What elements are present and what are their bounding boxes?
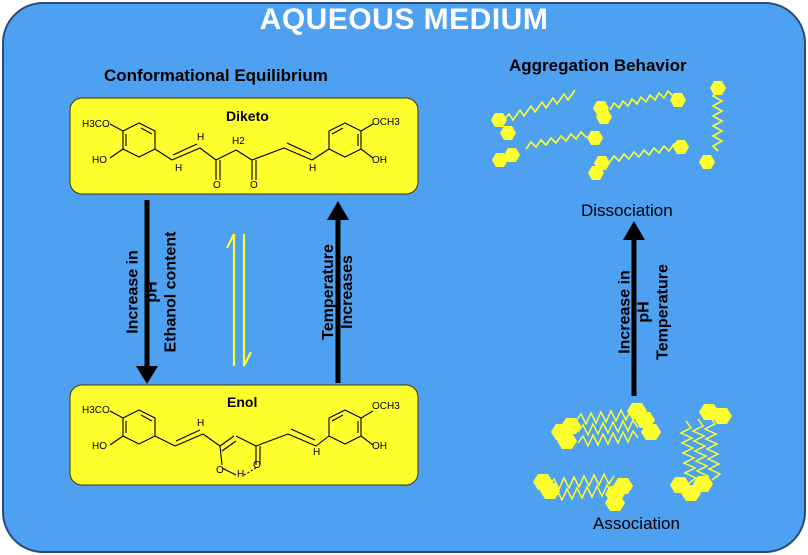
down-label-line-3: Ethanol content	[162, 231, 180, 353]
enol-hydroxyl-right: OH	[372, 441, 387, 452]
aggregation-label-line-2: pH	[635, 301, 653, 323]
diketo-h-3: H	[309, 163, 317, 174]
diketo-structure	[109, 122, 374, 180]
enol-structure	[109, 409, 374, 476]
enol-h-2: H	[313, 447, 321, 458]
associated-molecules	[533, 403, 732, 511]
enol-label: Enol	[227, 394, 258, 410]
conformational-equilibrium-title: Conformational Equilibrium	[104, 66, 328, 85]
aggregation-label-line-3: Temperature	[654, 264, 672, 360]
aggregation-arrow-label: Increase in pH Temperature	[616, 264, 673, 360]
diketo-methoxy-left: H3CO	[82, 119, 110, 130]
enol-hydrogen-bond-h: H	[237, 469, 245, 480]
diketo-label: Diketo	[226, 108, 269, 124]
diketo-oxygen-2: O	[250, 180, 258, 191]
diketo-hydroxyl-right: OH	[372, 155, 387, 166]
dissociation-label: Dissociation	[581, 201, 673, 220]
aggregation-label-line-1: Increase in	[616, 270, 634, 354]
enol-h-1: H	[197, 418, 205, 429]
aggregation-behavior-title: Aggregation Behavior	[509, 56, 687, 75]
diketo-h-2: H	[175, 163, 183, 174]
down-arrow-head	[136, 366, 158, 384]
diketo-oxygen-1: O	[213, 180, 221, 191]
diketo-box	[69, 97, 419, 195]
dissociated-molecules	[491, 81, 726, 180]
up-arrow-label: Temperature Increases	[319, 244, 357, 340]
down-label-line-2: pH	[143, 281, 161, 303]
aggregation-arrow-head	[623, 221, 645, 240]
equilibrium-arrows	[226, 233, 252, 367]
diketo-h2: H2	[232, 136, 245, 147]
down-label-line-1: Increase in	[124, 250, 142, 334]
enol-oxygen-1: O	[216, 465, 224, 476]
up-label-line-1: Temperature	[320, 244, 337, 340]
enol-box	[69, 384, 419, 486]
up-arrow-head	[327, 201, 349, 220]
diketo-h-1: H	[197, 132, 205, 143]
up-label-line-2: Increases	[339, 255, 356, 329]
enol-oxygen-2: O	[253, 460, 261, 471]
association-label: Association	[593, 514, 680, 533]
enol-hydroxyl-left: HO	[92, 441, 107, 452]
down-arrow-label: Increase in pH Ethanol content	[124, 232, 181, 353]
main-title: AQUEOUS MEDIUM	[259, 3, 549, 36]
enol-methoxy-right: OCH3	[372, 401, 400, 412]
diketo-hydroxyl-left: HO	[92, 155, 107, 166]
enol-methoxy-left: H3CO	[82, 405, 110, 416]
diketo-methoxy-right: OCH3	[372, 117, 400, 128]
